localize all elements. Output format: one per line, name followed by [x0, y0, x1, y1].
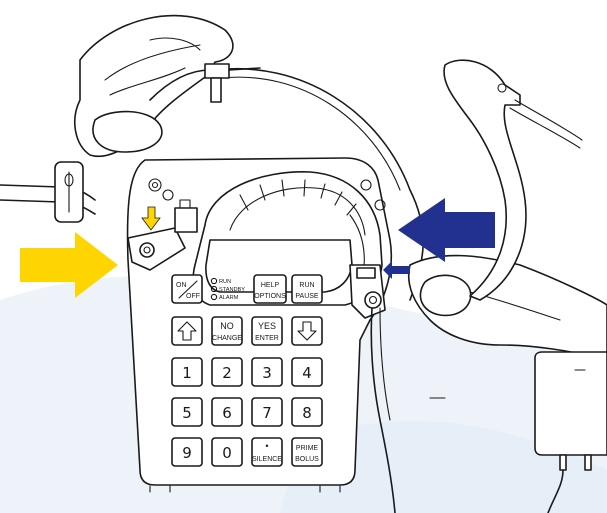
pump-door-lever: [443, 59, 583, 301]
digit-0-label: 0: [222, 444, 232, 462]
run-pause-key[interactable]: RUN PAUSE: [291, 274, 323, 304]
prime-bolus-key[interactable]: PRIME BOLUS: [291, 437, 323, 467]
digit-key-7[interactable]: 7: [251, 397, 283, 427]
change-label: CHANGE: [212, 335, 242, 342]
right-hand: [407, 254, 607, 361]
lower-tubing: [370, 307, 396, 513]
digit-key-8[interactable]: 8: [291, 397, 323, 427]
keypad: ON OFF RUN STANDBY ALARM HELP OPTIONS RU…: [171, 274, 323, 467]
digit-2-label: 2: [222, 364, 232, 382]
digit-key-0[interactable]: 0: [211, 437, 243, 467]
digit-key-9[interactable]: 9: [171, 437, 203, 467]
decimal-label: •: [265, 441, 268, 451]
digit-key-4[interactable]: 4: [291, 357, 323, 387]
background-swoosh-2: [280, 421, 607, 513]
alarm-led: [210, 293, 218, 301]
no-change-key[interactable]: NO CHANGE: [211, 316, 243, 346]
down-arrow-key[interactable]: [291, 316, 323, 346]
status-indicators: RUN STANDBY ALARM: [210, 277, 245, 301]
down-arrow-key-icon: [297, 321, 317, 341]
upper-tubing: [214, 68, 424, 301]
left-hand: [74, 14, 234, 157]
digit-4-label: 4: [302, 364, 312, 382]
standby-led: [210, 285, 218, 293]
help-options-key[interactable]: HELP OPTIONS: [253, 274, 287, 304]
run-indicator-label: RUN: [219, 279, 231, 285]
left-cassette-clip: [127, 199, 198, 271]
yes-enter-key[interactable]: YES ENTER: [251, 316, 283, 346]
right-cassette-clip: [349, 264, 386, 319]
up-arrow-key[interactable]: [171, 316, 203, 346]
options-label: OPTIONS: [254, 293, 286, 300]
alarm-indicator-label: ALARM: [219, 295, 239, 301]
digit-3-label: 3: [262, 364, 272, 382]
run-label: RUN: [299, 282, 314, 289]
digit-key-2[interactable]: 2: [211, 357, 243, 387]
digit-5-label: 5: [182, 404, 192, 422]
small-blue-arrow: [383, 261, 410, 279]
decimal-silence-key[interactable]: • SILENCE: [251, 437, 283, 467]
enter-label: ENTER: [255, 335, 279, 342]
large-blue-arrow: [398, 198, 495, 262]
bolus-label: BOLUS: [295, 456, 319, 463]
digit-8-label: 8: [302, 404, 312, 422]
on-off-label-off: OFF: [186, 293, 200, 300]
no-label: NO: [220, 321, 234, 331]
slide-clamp: [54, 161, 84, 223]
silence-label: SILENCE: [252, 456, 282, 463]
standby-indicator-label: STANDBY: [219, 287, 245, 293]
prime-label: PRIME: [296, 445, 319, 452]
run-led: [210, 277, 218, 285]
tube-connector: [204, 63, 261, 103]
large-yellow-arrow: [20, 232, 118, 298]
digit-7-label: 7: [262, 404, 272, 422]
digit-1-label: 1: [182, 364, 192, 382]
small-yellow-arrow: [141, 206, 161, 231]
digit-6-label: 6: [222, 404, 232, 422]
digit-key-1[interactable]: 1: [171, 357, 203, 387]
digit-9-label: 9: [182, 444, 192, 462]
pause-label: PAUSE: [295, 293, 319, 300]
digit-key-6[interactable]: 6: [211, 397, 243, 427]
on-off-label-on: ON: [176, 282, 187, 289]
help-label: HELP: [261, 282, 280, 289]
yes-label: YES: [258, 321, 276, 331]
up-arrow-key-icon: [177, 321, 197, 341]
on-off-key[interactable]: ON OFF: [171, 274, 203, 304]
digit-key-3[interactable]: 3: [251, 357, 283, 387]
iv-bag: [534, 351, 607, 513]
digit-key-5[interactable]: 5: [171, 397, 203, 427]
